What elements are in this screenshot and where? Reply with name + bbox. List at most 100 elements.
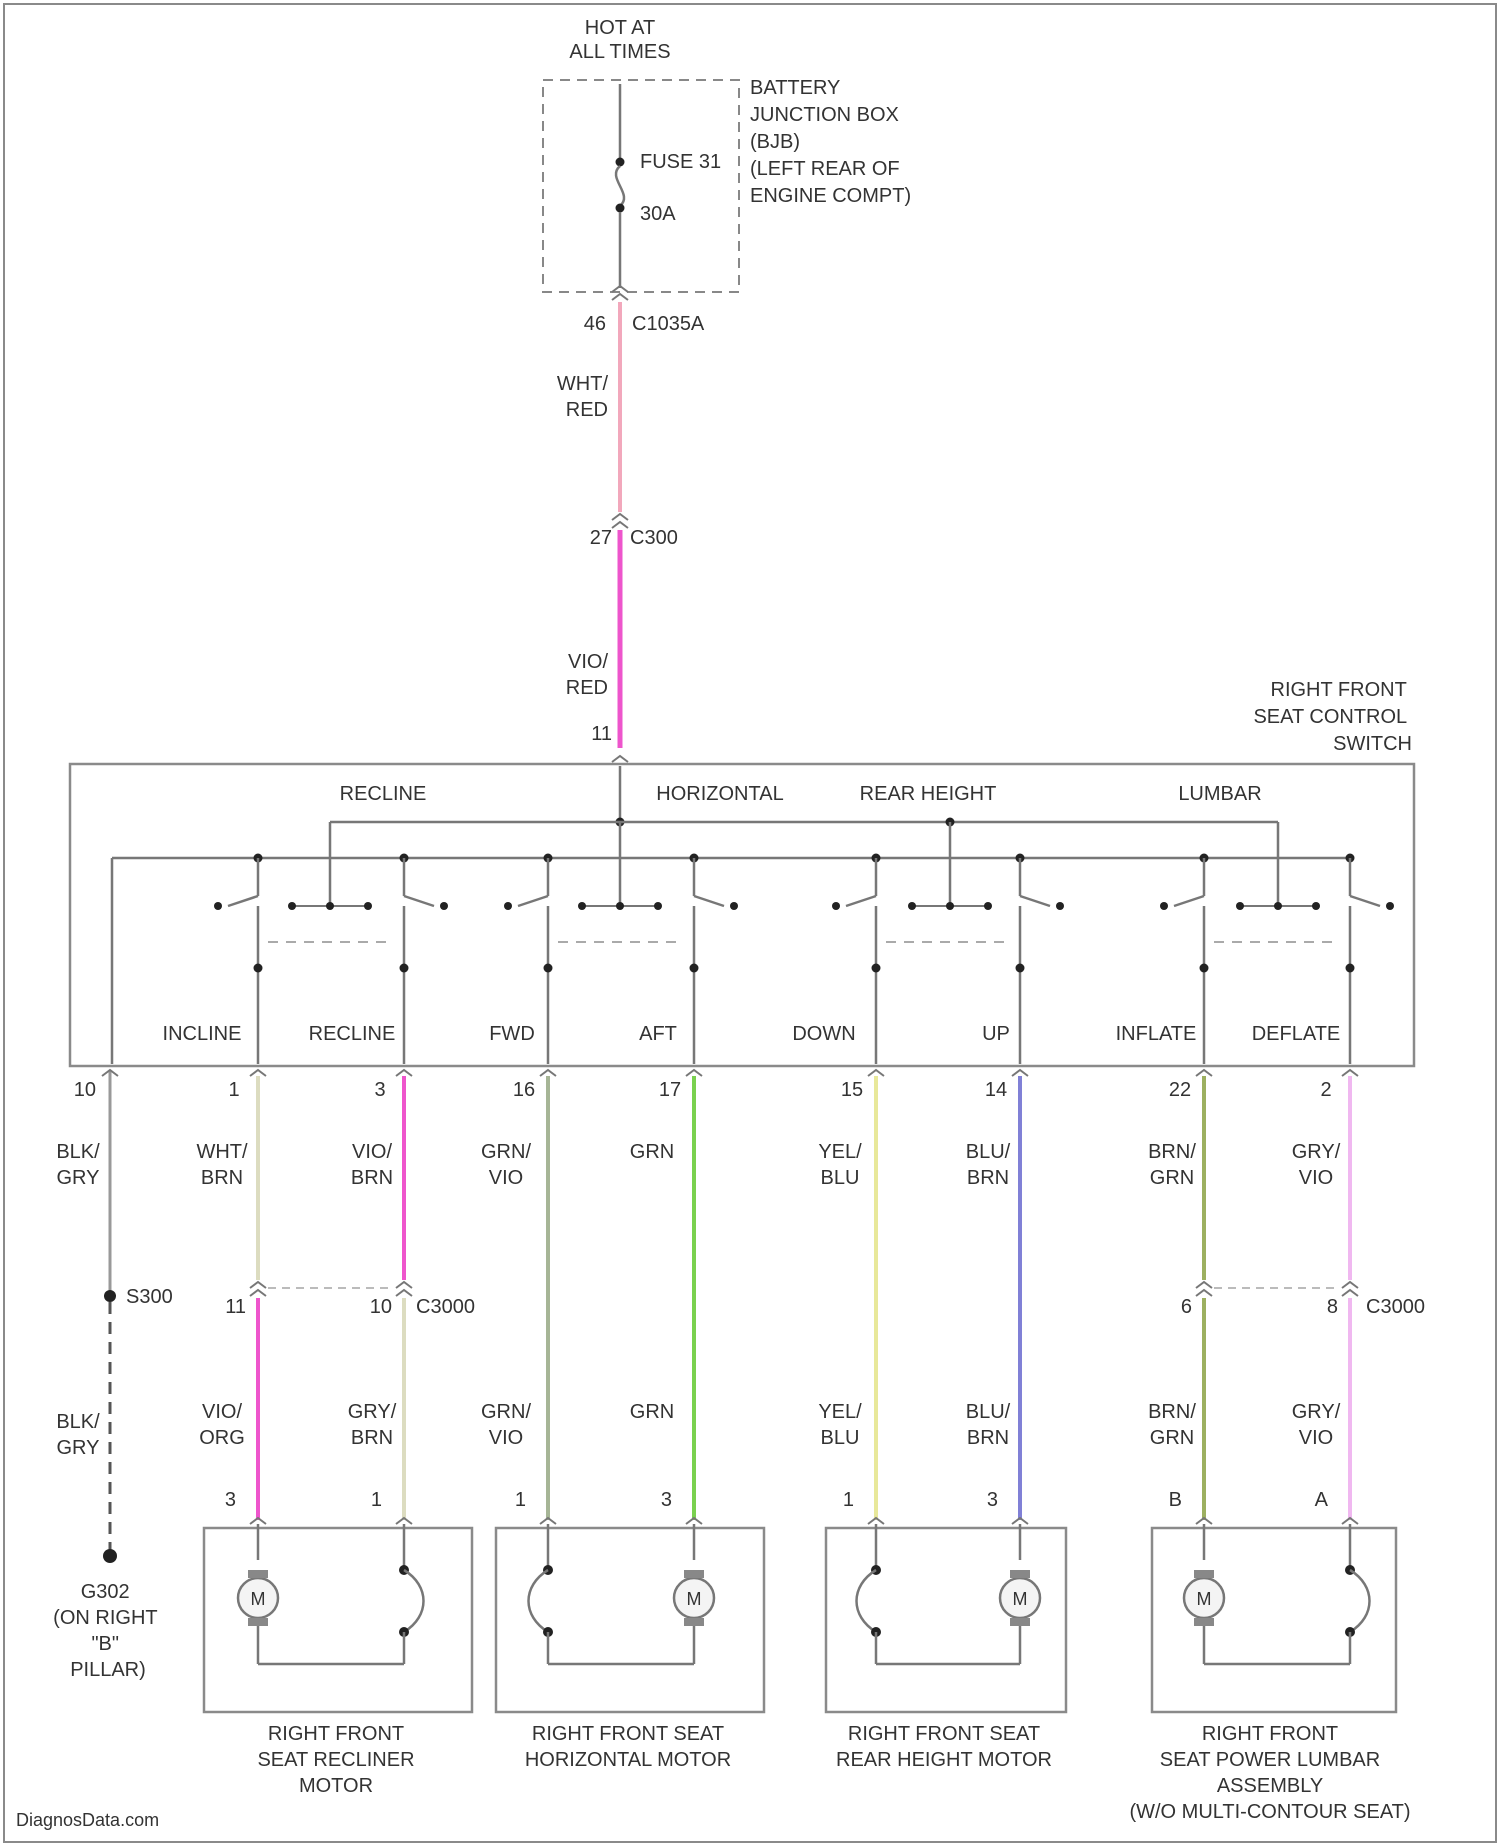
motor-pin: 1 (515, 1489, 526, 1511)
lower-wire-label: GRY/BRN (348, 1401, 397, 1449)
output-inflate: INFLATE (1116, 1023, 1197, 1045)
motor-symbol-label: M (1197, 1589, 1212, 1609)
connector-c1035a-symbol-2 (612, 294, 628, 300)
switch-outline (70, 764, 1414, 1066)
switch-contact-dot (1274, 902, 1282, 910)
ground-pin: 10 (74, 1079, 96, 1101)
lower-wire-label: GRN (630, 1401, 674, 1423)
connector-c1035a-pin: 46 (584, 313, 606, 335)
switch-output-node (1200, 964, 1209, 973)
switch-output-pin: 1 (228, 1079, 239, 1101)
c3000-connector-symbol (250, 1282, 266, 1288)
connector-c3000: C3000 C3000 (416, 1296, 1425, 1318)
c3000-connector-symbol-2 (396, 1290, 412, 1296)
motor-box (1152, 1528, 1396, 1712)
switch-title: RIGHT FRONT SEAT CONTROL SWITCH (1253, 679, 1412, 755)
seat-control-switch: RIGHT FRONT SEAT CONTROL SWITCH RECLINE … (70, 679, 1414, 1066)
switch-blade-contact (214, 902, 222, 910)
switch-output-node (1346, 964, 1355, 973)
lower-wire-label: VIO/ORG (199, 1401, 245, 1449)
group-lumbar: LUMBAR (1178, 783, 1261, 805)
page-frame (4, 4, 1496, 1842)
motor-symbol-label: M (251, 1589, 266, 1609)
lower-wire-label: GRN/VIO (481, 1401, 531, 1449)
switch-contact-dot (1312, 902, 1320, 910)
fuse-terminal-bottom (616, 204, 625, 213)
lower-wire-label: BRN/GRN (1148, 1401, 1196, 1449)
upper-wire-label: WHT/BRN (196, 1141, 248, 1189)
switch-contact-dot (616, 902, 624, 910)
switch-output-connector (1196, 1070, 1212, 1076)
power-feed: HOT ATALL TIMES BATTERY JUNCTION BOX (BJ… (543, 17, 911, 748)
ground-point-label: G302 (ON RIGHT "B" PILLAR) (53, 1581, 163, 1681)
c3000-connector-symbol (396, 1282, 412, 1288)
motor-pin: B (1169, 1489, 1182, 1511)
switch-feed-pin: 11 (591, 723, 612, 745)
upper-wire-label: VIO/BRN (351, 1141, 393, 1189)
c3000-label-right: C3000 (1366, 1296, 1425, 1318)
ground-point-icon (103, 1549, 117, 1563)
c3000-connector-symbol (1342, 1282, 1358, 1288)
switch-output-pin: 14 (985, 1079, 1007, 1101)
switch-output-node (254, 964, 263, 973)
switch-output-pin: 15 (841, 1079, 863, 1101)
c3000-pin: 11 (225, 1296, 246, 1318)
switch-blade (228, 896, 258, 906)
motor-brush-bottom (248, 1618, 268, 1626)
fuse-name: FUSE 31 (640, 151, 721, 173)
wire-wht-red-label: WHT/RED (557, 373, 609, 421)
fuse-terminal-top (616, 158, 625, 167)
connector-c1035a-name: C1035A (632, 313, 705, 335)
motor-brush-top (1194, 1570, 1214, 1578)
motor-brush-top (684, 1570, 704, 1578)
motor-pin: 1 (371, 1489, 382, 1511)
limit-switch-icon (529, 1570, 549, 1632)
switch-contact-dot (326, 902, 334, 910)
lower-wire-label: GRY/VIO (1292, 1401, 1341, 1449)
switch-output-connector (868, 1070, 884, 1076)
junction-box-label: BATTERY JUNCTION BOX (BJB) (LEFT REAR OF… (750, 77, 911, 207)
switch-blade-contact (730, 902, 738, 910)
upper-wire-label: BRN/GRN (1148, 1141, 1196, 1189)
ground-wire2-label: BLK/GRY (56, 1411, 100, 1459)
motor-pin: A (1315, 1489, 1329, 1511)
c3000-pin: 8 (1327, 1296, 1338, 1318)
output-circuits: 1WHT/BRN3VIO/BRN16GRN/VIO17GRN15YEL/BLU1… (196, 1070, 1358, 1524)
lower-wire-label: YEL/BLU (818, 1401, 862, 1449)
limit-switch-icon (1350, 1570, 1370, 1632)
switch-feed-connector (612, 756, 628, 762)
splice-s300 (104, 1290, 116, 1302)
c3000-connector-symbol-2 (1196, 1290, 1212, 1296)
switch-contact-dot (654, 902, 662, 910)
ground-circuit: 10 BLK/GRY S300 BLK/GRY G302 (ON RIGHT "… (53, 1070, 173, 1681)
c3000-pin: 6 (1181, 1296, 1192, 1318)
upper-wire-label: GRN (630, 1141, 674, 1163)
switch-output-connector (1012, 1070, 1028, 1076)
upper-wire-label: YEL/BLU (818, 1141, 862, 1189)
motor-brush-bottom (1010, 1618, 1030, 1626)
switch-output-node (872, 964, 881, 973)
upper-wire-label: GRN/VIO (481, 1141, 531, 1189)
switch-blade-contact (1160, 902, 1168, 910)
motor-connector-symbol (1012, 1518, 1028, 1524)
motor-pin: 3 (225, 1489, 236, 1511)
switch-output-connector (396, 1070, 412, 1076)
wire-vio-red-label: VIO/RED (566, 651, 609, 699)
output-fwd: FWD (489, 1023, 535, 1045)
switch-contact-dot (364, 902, 372, 910)
motor-connector-symbol (868, 1518, 884, 1524)
splice-s300-label: S300 (126, 1286, 173, 1308)
switch-output-connector (540, 1070, 556, 1076)
motor-connector-symbol (540, 1518, 556, 1524)
switch-blade-contact (1386, 902, 1394, 910)
motor-connector-symbol (250, 1518, 266, 1524)
connector-c300-name: C300 (630, 527, 678, 549)
motor-brush-bottom (1194, 1618, 1214, 1626)
switch-blade (1020, 896, 1050, 906)
switch-blade (404, 896, 434, 906)
output-aft: AFT (639, 1023, 677, 1045)
